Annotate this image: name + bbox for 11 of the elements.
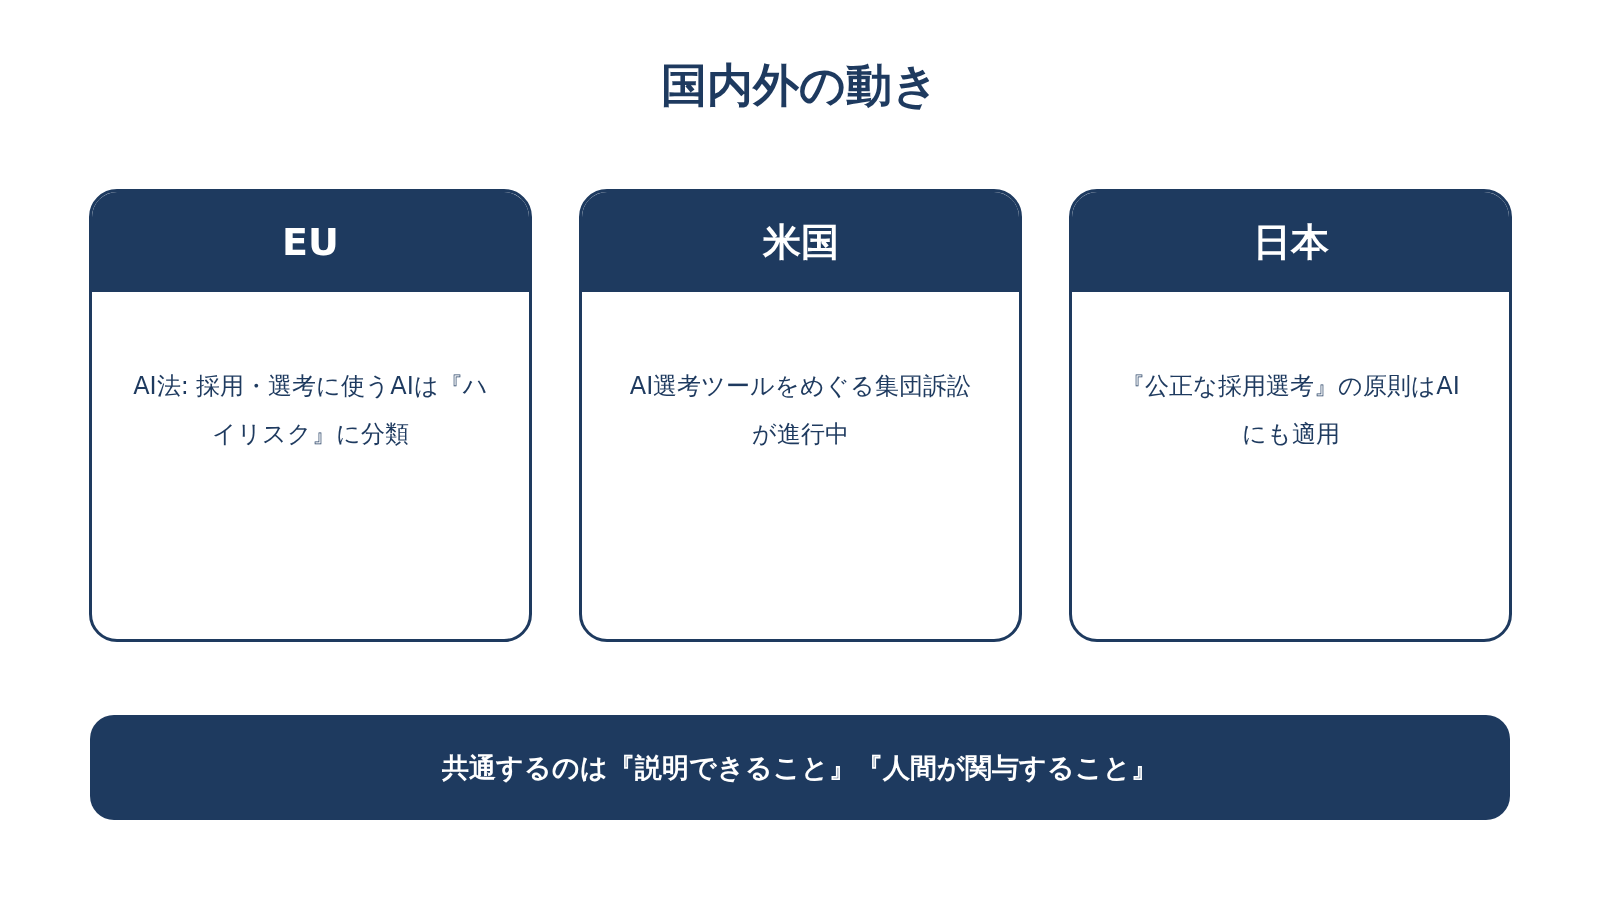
card-text: 『公正な採用選考』の原則はAIにも適用 — [1120, 371, 1461, 450]
page-title: 国内外の動き — [660, 57, 940, 114]
region-card — [1069, 189, 1512, 642]
card-text: AI法: 採用・選考に使うAIは『ハイリスク』に分類 — [132, 371, 489, 450]
card-header: EU — [92, 192, 529, 292]
region-card — [579, 189, 1022, 642]
card-header: 米国 — [582, 192, 1019, 292]
card-text: AI選考ツールをめぐる集団訴訟が進行中 — [628, 371, 973, 450]
card-header: 日本 — [1072, 192, 1509, 292]
summary-banner: 共通するのは『説明できること』『人間が関与すること』 — [90, 715, 1510, 820]
region-card — [89, 189, 532, 642]
